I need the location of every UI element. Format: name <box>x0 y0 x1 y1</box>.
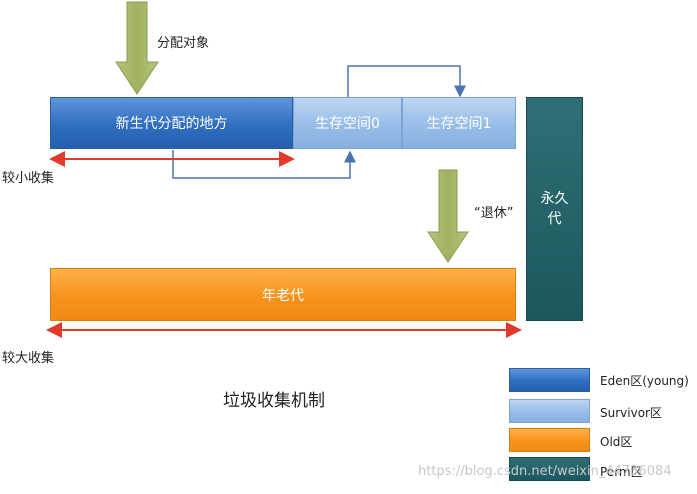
eden-to-survivor0-line <box>172 150 356 179</box>
promote-arrow <box>427 169 469 263</box>
perm-block: 永久 代 <box>526 97 583 321</box>
survivor1-block-label: 生存空间1 <box>426 116 492 132</box>
allocate-label: 分配对象 <box>157 36 210 51</box>
legend-label-perm: Perm区 <box>600 465 643 479</box>
old-block-label: 年老代 <box>262 287 304 304</box>
eden-block: 新生代分配的地方 <box>50 97 293 149</box>
promote-label: “退休” <box>474 206 514 221</box>
legend-label-survivor: Survivor区 <box>600 406 662 420</box>
legend-label-old: Old区 <box>600 435 633 449</box>
survivor1-block: 生存空间1 <box>402 97 516 149</box>
major-gc-label: 较大收集 <box>2 351 55 366</box>
legend-label-eden: Eden区(young) <box>600 374 689 388</box>
minor-gc-label: 较小收集 <box>2 171 55 186</box>
eden-block-label: 新生代分配的地方 <box>115 116 228 132</box>
allocate-arrow <box>115 1 159 95</box>
old-block: 年老代 <box>50 268 516 321</box>
survivor0-to-survivor1-line <box>347 65 466 98</box>
diagram-title: 垃圾收集机制 <box>223 391 325 411</box>
perm-block-label-line2: 代 <box>547 211 562 227</box>
survivor0-block: 生存空间0 <box>293 97 402 149</box>
survivor0-block-label: 生存空间0 <box>315 116 380 132</box>
perm-block-label-line1: 永久 <box>540 191 569 207</box>
legend-swatch-perm <box>509 457 590 481</box>
legend-swatch-eden <box>509 368 590 392</box>
watermark: https://blog.csdn.net/weixin_44736084 <box>418 464 672 479</box>
legend-swatch-survivor <box>509 399 590 423</box>
legend-swatch-old <box>509 428 590 452</box>
